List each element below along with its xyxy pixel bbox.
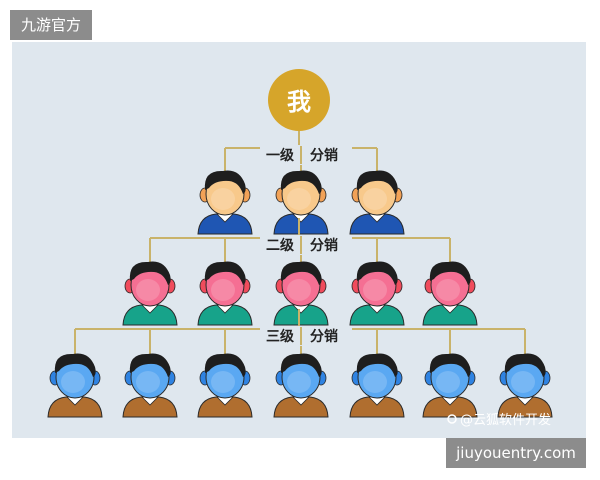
tier-label-type: 分销 (310, 147, 338, 164)
root-node: 我 (268, 69, 330, 131)
distribution-tree-diagram: 我一级分销二级分销三级分销@云狐软件开发 (47, 69, 553, 428)
watermark: @云狐软件开发 (447, 412, 551, 428)
watermark-icon (447, 414, 457, 424)
tier-2: 二级分销 (122, 218, 478, 326)
person-shirt (122, 304, 178, 326)
person-shirt (47, 396, 103, 418)
person-face-highlight (363, 188, 387, 210)
tier-label-level: 三级 (266, 328, 295, 345)
person-face-highlight (211, 188, 235, 210)
person-hair (280, 353, 322, 377)
person-shirt (349, 213, 405, 235)
person-hair (280, 261, 322, 285)
person-shirt (273, 396, 329, 418)
tier-1: 一级分销 (197, 145, 405, 235)
tier-3-person-4 (273, 353, 329, 418)
person-shirt (122, 396, 178, 418)
person-face-highlight (211, 371, 235, 393)
tier-2-person-1 (122, 261, 178, 326)
tier-label-bg (260, 145, 352, 165)
person-face-highlight (287, 188, 311, 210)
person-face-highlight (511, 371, 535, 393)
person-hair (356, 261, 398, 285)
person-face-highlight (211, 279, 235, 301)
person-shirt (197, 304, 253, 326)
person-hair (356, 170, 398, 194)
tier-label-type: 分销 (310, 237, 338, 254)
tier-2-person-3 (273, 261, 329, 326)
corner-site-label: 九游官方 (10, 10, 92, 40)
person-shirt (349, 396, 405, 418)
tier-label-bg (260, 235, 352, 255)
root-label: 我 (287, 88, 311, 116)
tier-3-person-7 (497, 353, 553, 418)
tier-2-person-4 (349, 261, 405, 326)
tier-2-person-2 (197, 261, 253, 326)
person-shirt (197, 396, 253, 418)
person-shirt (349, 304, 405, 326)
person-face-highlight (61, 371, 85, 393)
person-face-highlight (436, 371, 460, 393)
person-face-highlight (363, 279, 387, 301)
tier-1-person-3 (349, 170, 405, 235)
tier-1-person-2 (273, 170, 329, 235)
person-hair (204, 353, 246, 377)
person-hair (504, 353, 546, 377)
tier-3-person-1 (47, 353, 103, 418)
tier-1-person-1 (197, 170, 253, 235)
tier-label-level: 二级 (266, 237, 295, 254)
tier-label-type: 分销 (310, 328, 338, 345)
tier-label-level: 一级 (266, 147, 295, 164)
tier-3: 三级分销 (47, 309, 553, 418)
diagram-panel: 我一级分销二级分销三级分销@云狐软件开发 (12, 42, 586, 438)
domain-badge: jiuyouentry.com (446, 438, 586, 468)
person-hair (204, 261, 246, 285)
tier-3-person-2 (122, 353, 178, 418)
person-face-highlight (287, 279, 311, 301)
person-hair (356, 353, 398, 377)
tier-3-person-5 (349, 353, 405, 418)
person-face-highlight (287, 371, 311, 393)
person-face-highlight (363, 371, 387, 393)
person-hair (204, 170, 246, 194)
root-circle (268, 69, 330, 131)
person-shirt (497, 396, 553, 418)
person-face-highlight (136, 279, 160, 301)
person-face-highlight (436, 279, 460, 301)
tier-3-person-3 (197, 353, 253, 418)
person-shirt (422, 396, 478, 418)
tier-3-person-6 (422, 353, 478, 418)
tier-label-bg (260, 326, 352, 346)
person-hair (280, 170, 322, 194)
person-shirt (422, 304, 478, 326)
person-face-highlight (136, 371, 160, 393)
person-hair (54, 353, 96, 377)
person-hair (129, 353, 171, 377)
person-shirt (273, 213, 329, 235)
person-hair (429, 261, 471, 285)
person-hair (129, 261, 171, 285)
tier-2-person-5 (422, 261, 478, 326)
watermark-text: @云狐软件开发 (460, 412, 551, 428)
person-hair (429, 353, 471, 377)
person-shirt (273, 304, 329, 326)
person-shirt (197, 213, 253, 235)
